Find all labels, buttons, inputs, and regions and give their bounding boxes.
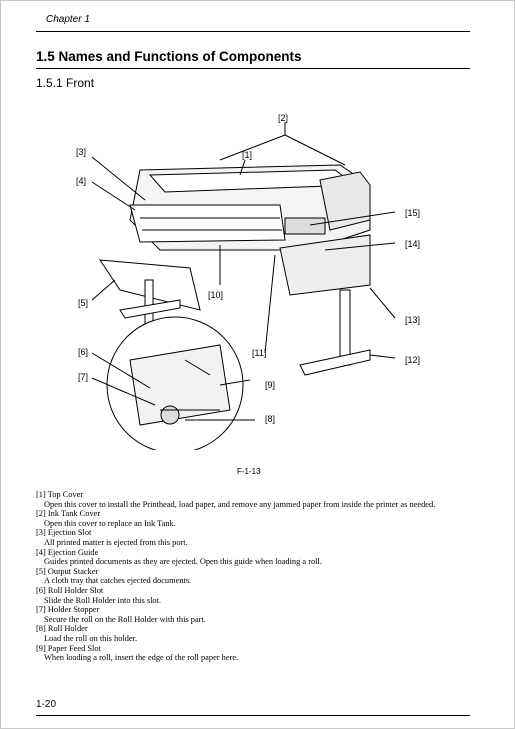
callout-6: [6] [78, 347, 88, 357]
callout-3: [3] [76, 147, 86, 157]
callout-13: [13] [405, 315, 420, 325]
component-descriptions: [1] Top Cover Open this cover to install… [36, 490, 470, 663]
component-text: A cloth tray that catches ejected docume… [44, 576, 192, 586]
operation-panel [284, 217, 326, 235]
footer-rule [36, 715, 470, 716]
component-item: [3] Ejection Slot All printed matter is … [36, 528, 470, 547]
callout-4: [4] [76, 176, 86, 186]
callout-7: [7] [78, 372, 88, 382]
section-title: 1.5 Names and Functions of Components [36, 49, 302, 64]
left-foot [119, 299, 181, 319]
callout-15: [15] [405, 208, 420, 218]
component-title: [6] Roll Holder Slot [36, 585, 104, 595]
component-title: [8] Roll Holder [36, 624, 88, 634]
component-item: [7] Holder Stopper Secure the roll on th… [36, 605, 470, 624]
callout-14: [14] [405, 239, 420, 249]
callout-5: [5] [78, 298, 88, 308]
component-item: [9] Paper Feed Slot When loading a roll,… [36, 644, 470, 663]
roll-unit-shape [279, 234, 371, 296]
component-item: [6] Roll Holder Slot Slide the Roll Hold… [36, 586, 470, 605]
component-item: [4] Ejection Guide Guides printed docume… [36, 548, 470, 567]
component-title: [5] Output Stacker [36, 566, 99, 576]
printer-front-illustration: [2] [1] [3] [4] [5] [6] [7] [8] [9] [10]… [76, 113, 420, 450]
callout-9: [9] [265, 380, 275, 390]
component-title: [3] Ejection Slot [36, 528, 92, 538]
component-title: [7] Holder Stopper [36, 605, 100, 615]
component-title: [9] Paper Feed Slot [36, 643, 101, 653]
component-text: Load the roll on this holder. [44, 633, 138, 643]
callout-1: [1] [242, 150, 252, 160]
component-item: [2] Ink Tank Cover Open this cover to re… [36, 509, 470, 528]
component-item: [8] Roll Holder Load the roll on this ho… [36, 624, 470, 643]
component-text: When loading a roll, insert the edge of … [44, 653, 239, 663]
callout-2: [2] [278, 113, 288, 123]
component-text: All printed matter is ejected from this … [44, 537, 188, 547]
ejection-guide-shape [129, 204, 286, 243]
component-title: [1] Top Cover [36, 490, 84, 499]
component-item: [5] Output Stacker A cloth tray that cat… [36, 567, 470, 586]
component-text: Secure the roll on the Roll Holder with … [44, 614, 206, 624]
component-text: Slide the Roll Holder into this slot. [44, 595, 162, 605]
component-title: [2] Ink Tank Cover [36, 509, 101, 519]
figure-caption: F-1-13 [237, 467, 261, 476]
component-item: [1] Top Cover Open this cover to install… [36, 490, 470, 509]
right-leg [339, 289, 351, 366]
callout-11: [11] [252, 348, 266, 358]
component-text: Guides printed documents as they are eje… [44, 557, 322, 567]
callout-8: [8] [265, 414, 275, 424]
page-number: 1-20 [36, 699, 57, 710]
right-foot [299, 349, 371, 376]
component-title: [4] Ejection Guide [36, 547, 99, 557]
section-title-rule [36, 68, 470, 69]
callout-12: [12] [405, 355, 420, 365]
ink-tank-cover-shape [319, 171, 371, 231]
header-rule [36, 31, 470, 32]
component-text: Open this cover to replace an Ink Tank. [44, 518, 176, 528]
subsection-title: 1.5.1 Front [36, 76, 95, 90]
component-text: Open this cover to install the Printhead… [44, 499, 436, 509]
chapter-header: Chapter 1 [46, 14, 90, 25]
callout-10: [10] [208, 290, 223, 300]
